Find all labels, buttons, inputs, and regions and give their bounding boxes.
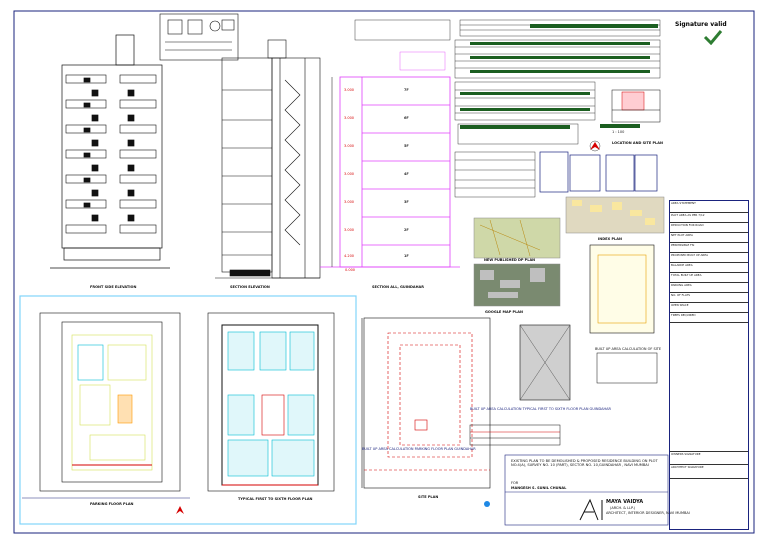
signature-validity-stamp: Signature valid [675,21,727,47]
dimension-label: 3.000 [344,116,355,120]
index-map-detail [572,200,655,225]
dp-plan-map-image [473,217,561,259]
project-description: EXISTING PLAN TO BE DEMOLISHED & PROPOSE… [511,459,658,468]
scale-label: 1 : 100 [612,130,625,134]
dimension-label: 3.000 [344,228,355,232]
built-up-area-table [469,424,561,446]
title-block-row: ARCHITECT SIGNATURE [670,465,748,479]
dimension-label: 3.000 [344,200,355,204]
location-site-plan-label: LOCATION AND SITE PLAN [612,141,663,145]
floor-level-label: 6F [404,116,409,120]
sheet-border [13,10,755,534]
floor-level-label: 7F [404,88,409,92]
small-detail-boxes [539,151,658,193]
floor-level-label: 5F [404,144,409,148]
typical-floor-plan-drawing [207,312,335,492]
parking-floor-plan-label: PARKING FLOOR PLAN [90,502,134,506]
architect-logo [579,498,603,521]
floor-level-label: 1F [404,254,409,258]
built-up-hatched-plan [519,324,571,401]
green-table-cells [460,24,658,129]
title-block-row: AREA STATEMENT [670,201,748,213]
dp-plan-map-detail [479,219,541,257]
owner-name: MANGESH S. SUNIL CHUNAL [511,486,567,490]
title-block-row: OWNERS SIGNATURE [670,451,748,465]
title-block-row: PERMISSIBLE FSI [670,243,748,253]
checkmark-icon [703,30,723,45]
front-elevation-label: FRONT SIDE ELEVATION [90,285,137,289]
title-block-row: PARKING AREA [670,283,748,293]
section-elevation-drawing [215,39,321,279]
built-up-site-label: BUILT UP AREA CALCULATION OF SITE [595,347,662,351]
for-label: FOR [511,481,519,485]
title-block-row: NO. OF FLATS [670,293,748,303]
project-info-block [504,454,669,526]
section-elevation-label: SECTION ELEVATION [230,285,270,289]
north-arrow [589,140,601,152]
title-block-table: AREA STATEMENT PLOT AREA AS PER 7/12 DED… [669,200,749,530]
title-block-row: NET PLOT AREA [670,233,748,243]
location-plan [611,89,661,123]
dp-plan-label: NEW PUBLISHED DP PLAN [484,258,536,262]
title-block-row: TREES REQUIRED [670,313,748,323]
index-plan-label: INDEX PLAN [598,237,622,241]
architect-sub: (ARCH. & LLP.) [610,506,636,510]
dimension-label: 3.000 [344,144,355,148]
title-block-row: BALANCE AREA [670,263,748,273]
site-detail-table [596,352,658,384]
title-block-row: PLOT AREA AS PER 7/12 [670,213,748,223]
title-block-row: DEDUCTION FOR ROAD [670,223,748,233]
parking-floor-plan-drawing [22,312,190,499]
north-symbol-site [484,501,490,507]
dimension-label: 3.000 [344,88,355,92]
section-guindahar-drawing [320,76,460,268]
google-map-label: GOOGLE MAP PLAN [485,310,523,314]
section-guindahar-label: SECTION ALL, GUINDAHAR [372,285,424,289]
floor-level-label: 3F [404,200,409,204]
north-symbol-parking [176,506,184,514]
site-plan-label: SITE PLAN [418,495,439,499]
floor-level-label: 2F [404,228,409,232]
ground-level-label: 0.000 [345,268,356,272]
site-sketch-box [589,244,655,334]
typical-floor-plan-label: TYPICAL FIRST TO SIXTH FLOOR PLAN [238,497,313,501]
plans-frame [19,295,357,525]
floor-level-label: 4F [404,172,409,176]
title-block-row: PROPOSED BUILT UP AREA [670,253,748,263]
dimension-label: 3.000 [344,172,355,176]
front-elevation-drawing [50,34,170,269]
title-block-row: TOTAL BUILT UP AREA [670,273,748,283]
built-up-typical-label: BUILT UP AREA CALCULATION TYPICAL FIRST … [470,407,611,411]
architect-address: ARCHITECT, INTERIOR DESIGNER, NAVI MUMBA… [606,511,690,515]
index-map-image [565,196,665,234]
legend-symbols [159,13,239,61]
title-block-row: OPEN SPACE [670,303,748,313]
google-map-detail [480,268,545,298]
dimension-label: 4.200 [344,254,355,258]
signature-valid-text: Signature valid [675,21,727,28]
architect-name: MAYA VAIDYA [606,499,644,505]
site-plan-drawing [361,317,491,489]
built-up-parking-label: BUILT UP AREA CALCULATION PARKING FLOOR … [362,447,476,451]
